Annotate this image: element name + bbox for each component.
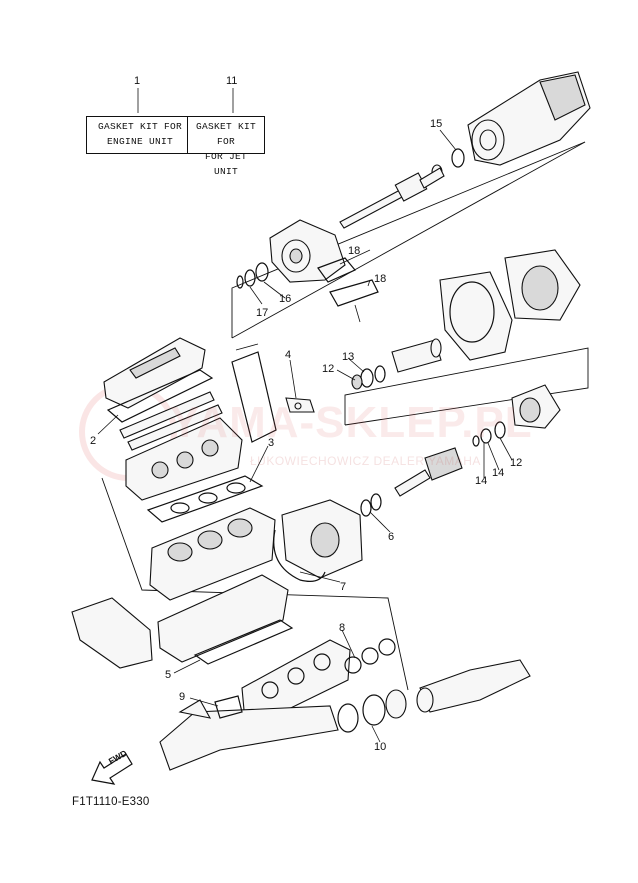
jet-kit-line-2: FOR JET UNIT (204, 151, 247, 177)
callout-6: 6 (388, 531, 394, 543)
gaskets-10 (337, 689, 407, 733)
seal-6-a (370, 493, 382, 511)
callout-9: 9 (179, 691, 185, 703)
timing-cover (71, 597, 153, 669)
timing-chain (231, 343, 277, 443)
watermark-subtext: ŁUKOWIECHOWICZ DEALER YAMAHA (250, 454, 481, 468)
bearing-housing (511, 384, 561, 429)
watermark-text: YAMA-SKLEP.PL (170, 398, 533, 447)
callout-17: 17 (256, 307, 268, 319)
callout-10: 10 (374, 741, 386, 753)
callout-14-b: 14 (492, 467, 504, 479)
seal-16 (255, 262, 269, 282)
cylinder-head-cover (103, 337, 206, 409)
cylinder-head (125, 417, 243, 501)
drive-shaft (339, 167, 445, 229)
cylinder-block (149, 507, 276, 601)
gasket-18-upper (317, 257, 356, 283)
engine-gasket-kit-label: GASKET KIT FOR ENGINE UNIT (86, 116, 194, 154)
sleeve-tube (391, 338, 442, 373)
callout-12-right: 12 (510, 457, 522, 469)
head-cover-gasket-2 (106, 369, 214, 423)
seal-17 (244, 269, 256, 287)
callout-5: 5 (165, 669, 171, 681)
exhaust-hose (416, 659, 531, 713)
ring-12-a (360, 368, 374, 388)
ring-14-a (480, 428, 492, 444)
exhaust-gaskets-8 (344, 638, 396, 674)
seal-6-b (360, 499, 372, 517)
exhaust-pipe (159, 699, 339, 771)
coupling-shaft (394, 447, 463, 497)
crankcase-gasket-5 (193, 619, 294, 665)
flywheel-housing (281, 499, 363, 579)
callout-11: 11 (226, 75, 237, 87)
callout-18-lower: 18 (374, 273, 386, 285)
jet-gasket-kit-label: GASKET KIT FOR FOR JET UNIT (187, 116, 265, 177)
diagram-code: F1T1110-E330 (72, 796, 150, 808)
engine-kit-line-2: ENGINE UNIT (106, 136, 173, 147)
jet-pump-housing (467, 71, 591, 166)
jet-group-frame (231, 141, 586, 338)
callout-13: 13 (342, 351, 354, 363)
callout-7: 7 (340, 581, 346, 593)
callout-18-upper: 18 (348, 245, 360, 257)
callout-4: 4 (285, 349, 291, 361)
head-gasket-3 (146, 475, 264, 523)
jet-lower-frame (344, 347, 589, 426)
ring-13 (374, 365, 386, 383)
o-ring-15 (451, 148, 465, 168)
callout-12-left: 12 (322, 363, 334, 375)
chain-tensioner (285, 397, 315, 413)
callout-14-a: 14 (475, 475, 487, 487)
callout-2: 2 (90, 435, 96, 447)
callout-8: 8 (339, 622, 345, 634)
fwd-arrow-icon (91, 753, 133, 785)
engine-kit-line-1: GASKET KIT FOR (97, 121, 182, 132)
cover-gasket-7 (273, 529, 326, 582)
jet-kit-line-1: GASKET KIT FOR (195, 121, 256, 147)
gasket-18-lower (329, 279, 379, 307)
camshafts (119, 391, 223, 451)
callout-3: 3 (268, 437, 274, 449)
impeller-duct (439, 249, 581, 361)
intermediate-housing (269, 219, 346, 283)
callout-1: 1 (134, 75, 140, 87)
callout-16: 16 (279, 293, 291, 305)
callout-15: 15 (430, 118, 442, 130)
crankcase (157, 574, 289, 663)
gasket-9 (214, 695, 243, 719)
ring-14-b (472, 435, 480, 447)
